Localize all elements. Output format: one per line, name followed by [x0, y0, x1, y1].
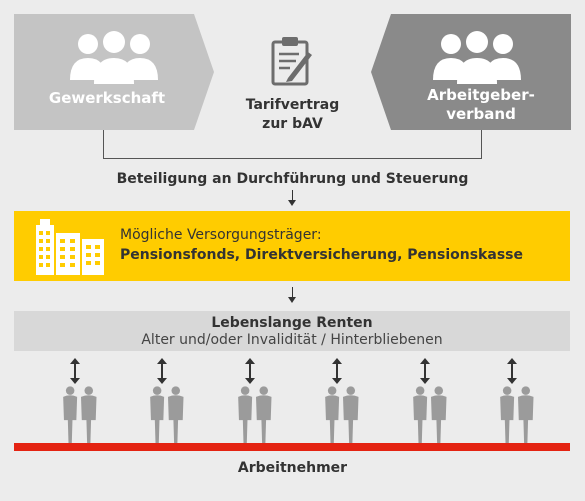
pensions-box: Lebenslange Renten Alter und/oder Invali… [14, 311, 570, 351]
worker-pair-icon [325, 386, 359, 447]
contract-label-line2: zur bAV [262, 116, 323, 132]
double-arrow-icon [507, 358, 517, 384]
double-arrow-icon [157, 358, 167, 384]
double-arrow-icon [332, 358, 342, 384]
contract-label-line1: Tarifvertrag [245, 97, 340, 113]
clipboard-contract-icon [271, 37, 312, 86]
worker-pair-icon [413, 386, 447, 447]
worker-pair-icon [500, 386, 534, 447]
double-arrow-icon [70, 358, 80, 384]
union-label: Gewerkschaft [48, 89, 166, 107]
connector-left [103, 130, 104, 159]
employee-baseline [14, 443, 570, 451]
worker-pair-icon [150, 386, 184, 447]
worker-pair-icon [63, 386, 97, 447]
pensions-subtitle: Alter und/oder Invalidität / Hinterblieb… [141, 332, 443, 348]
participation-label: Beteiligung an Durchführung und Steuerun… [116, 171, 469, 187]
down-arrow-icon [288, 297, 296, 303]
connector-bottom [103, 158, 482, 159]
connector-right [481, 130, 482, 159]
employees-label: Arbeitnehmer [237, 460, 348, 476]
employer-label-line1: Arbeitgeber- [427, 86, 535, 104]
worker-pair-icon [238, 386, 272, 447]
pensions-title: Lebenslange Renten [211, 315, 373, 331]
double-arrow-icon [420, 358, 430, 384]
double-arrow-icon [245, 358, 255, 384]
providers-intro: Mögliche Versorgungsträger: [120, 227, 322, 243]
providers-list: Pensionsfonds, Direktversicherung, Pensi… [120, 247, 523, 263]
people-group-icon [433, 31, 521, 84]
down-arrow-stem [292, 287, 293, 298]
down-arrow-stem [292, 190, 293, 201]
union-box: Gewerkschaft [14, 14, 214, 130]
down-arrow-icon [288, 200, 296, 206]
office-buildings-icon [36, 219, 104, 275]
people-group-icon [70, 31, 158, 84]
employer-label-line2: verband [446, 105, 516, 123]
employer-association-box: Arbeitgeber- verband [371, 14, 571, 130]
providers-box: Mögliche Versorgungsträger: Pensionsfond… [14, 211, 570, 281]
